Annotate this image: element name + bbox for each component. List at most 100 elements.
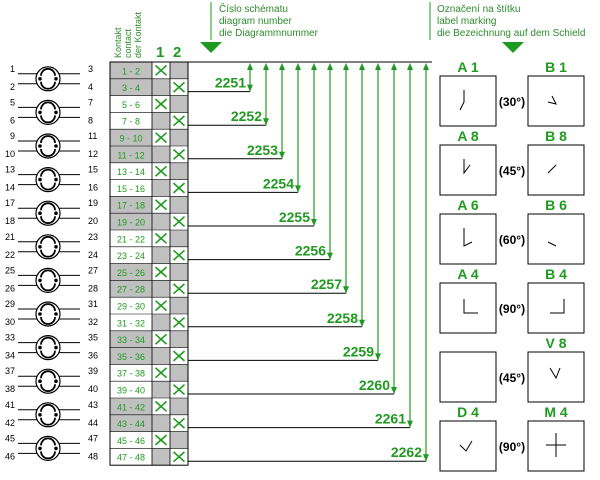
terminal-dot-icon — [54, 278, 58, 283]
switch-cell-2 — [170, 62, 188, 79]
diagram-number: 2260 — [359, 377, 390, 393]
switch-contact-arc-icon — [40, 249, 56, 258]
contact-row: 35 - 36 — [110, 347, 188, 365]
down-arrow-icon — [247, 84, 253, 92]
marking-angle: (45°) — [499, 164, 525, 178]
marking-angle: (90°) — [499, 302, 525, 316]
switch-contact-arc-icon — [40, 403, 56, 412]
x-mark-icon — [154, 266, 168, 278]
terminal-dot-icon — [54, 110, 58, 115]
terminal-number: 41 — [5, 400, 15, 410]
contact-pair-label: 9 - 10 — [119, 134, 142, 144]
terminal-dot-icon — [38, 177, 42, 182]
marking-angle: (45°) — [499, 371, 525, 385]
terminal-number: 40 — [88, 384, 98, 394]
switch-cell-2 — [170, 364, 188, 382]
switch-cell-2 — [170, 95, 188, 113]
marking-row: V 8(45°) — [439, 335, 585, 403]
diagram-number-line-3: die Diagrammnummer — [219, 28, 319, 39]
terminal-dot-icon — [38, 77, 42, 81]
diagram-arrow: 2251 — [188, 63, 253, 93]
contact-pair-label: 7 - 8 — [122, 117, 140, 127]
switch-contact-arc-icon — [40, 384, 56, 393]
terminal-number: 48 — [88, 451, 98, 461]
terminal-number: 34 — [5, 351, 15, 361]
contact-cell-shade — [110, 398, 152, 415]
terminal-number: 11 — [88, 131, 97, 141]
terminal-dot-icon — [38, 446, 42, 451]
diagram-arrow: 2260 — [188, 63, 397, 395]
diagram-arrow: 2254 — [188, 63, 301, 193]
terminal-dot-icon — [54, 144, 58, 148]
terminal-number: 25 — [5, 265, 15, 275]
terminal-number: 18 — [5, 216, 15, 226]
terminal-number: 13 — [5, 165, 15, 175]
x-mark-icon — [172, 249, 186, 261]
switch-contact-arc-icon — [40, 135, 56, 144]
x-mark-icon — [172, 81, 186, 93]
up-arrow-icon — [279, 63, 285, 70]
down-arrow-icon — [295, 185, 301, 193]
marking-a-box — [439, 351, 497, 403]
terminal-number: 27 — [88, 265, 98, 275]
down-arrow-icon — [375, 353, 381, 361]
terminal-dot-icon — [38, 413, 42, 417]
terminal-number: 3 — [88, 64, 93, 74]
terminal-number: 21 — [5, 232, 15, 242]
terminal-number: 5 — [10, 97, 15, 107]
contact-row: 19 - 20 — [110, 213, 188, 230]
diagram-arrow: 2256 — [188, 63, 333, 261]
marking-a-label: A 6 — [457, 197, 478, 213]
switch-position-icon — [463, 228, 473, 247]
diagram-number: 2251 — [215, 75, 246, 91]
switch-cell-2 — [170, 263, 188, 281]
switch-position-icon — [459, 440, 473, 452]
label-marking-line-2: label marking — [437, 16, 496, 27]
switch-cell-2 — [170, 330, 188, 348]
switch-position-icon — [459, 90, 465, 111]
switch-contact-arc-icon — [40, 168, 56, 177]
terminal-number: 8 — [88, 115, 93, 125]
marking-b-label: B 6 — [545, 197, 567, 213]
column-2-header: 2 — [173, 44, 181, 61]
switch-contact-arc-icon — [40, 283, 56, 292]
contact-heading-line-1: Kontakt — [113, 27, 123, 58]
terminal-number: 29 — [5, 299, 15, 309]
contact-cell-shade — [110, 347, 152, 365]
marking-b-box — [527, 213, 585, 265]
diagram-arrow: 2261 — [188, 63, 413, 429]
terminal-number: 22 — [5, 250, 15, 260]
marking-a-label: A 1 — [457, 59, 478, 75]
marking-a-box — [439, 420, 497, 472]
switch-contact-arc-icon — [40, 81, 56, 90]
contact-row: 31 - 32 — [117, 314, 188, 331]
x-mark-icon — [154, 165, 168, 177]
up-arrow-icon — [295, 63, 301, 70]
switch-contact-arc-icon — [40, 182, 56, 191]
up-arrow-icon — [359, 63, 365, 70]
contact-pair-label: 37 - 38 — [117, 369, 145, 379]
x-mark-icon — [154, 400, 168, 412]
switch-cell-2 — [170, 162, 188, 180]
terminal-number: 17 — [5, 198, 15, 208]
switch-cell-2 — [170, 431, 188, 449]
x-mark-icon — [154, 300, 168, 312]
switch-contact-arc-icon — [40, 67, 56, 76]
contact-cell-shade — [110, 196, 152, 214]
terminal-dot-icon — [38, 211, 42, 215]
diagram-number: 2252 — [231, 108, 262, 124]
diagram-number: 2254 — [263, 175, 294, 191]
switch-cell-2 — [170, 196, 188, 214]
switch-position-icon — [463, 299, 478, 314]
contact-pair-label: 33 - 34 — [117, 335, 145, 345]
down-arrow-icon — [311, 219, 317, 226]
diagram-arrow: 2257 — [188, 63, 349, 294]
diagram-number: 2257 — [311, 276, 342, 292]
